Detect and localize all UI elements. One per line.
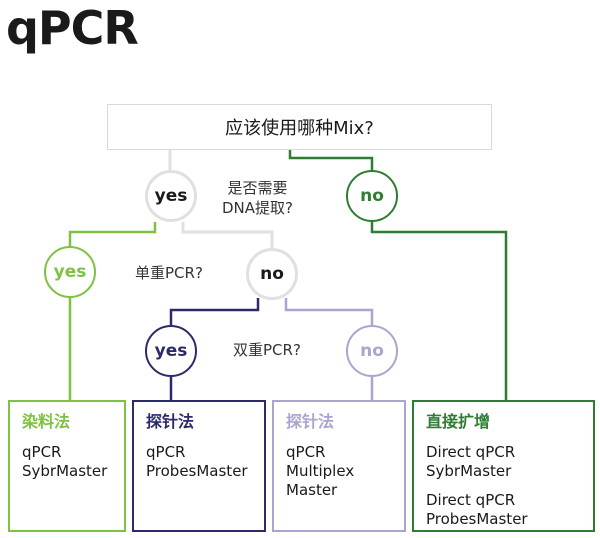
result-box-direct-line: SybrMaster — [426, 462, 512, 480]
result-box-probe-multiplex-line: Multiplex — [286, 462, 355, 480]
note-dna-extraction-line-2: DNA提取? — [222, 199, 293, 217]
connector-duplex-no — [284, 298, 374, 325]
result-box-probe-multiplex-title: 探针法 — [286, 412, 335, 431]
node-yes-duplex: yes — [145, 325, 197, 377]
question-box: 应该使用哪种Mix? — [107, 104, 492, 150]
connector-yes-single-yes — [68, 222, 157, 246]
note-duplex-pcr: 双重PCR? — [233, 341, 301, 359]
result-box-direct-line: Direct qPCR — [426, 491, 516, 509]
node-no-single: no — [246, 248, 298, 300]
node-yes-extract: yes — [145, 170, 197, 222]
note-dna-extraction-line-1: 是否需要 — [227, 179, 288, 197]
result-box-probe-multiplex: 探针法 qPCR Multiplex Master — [272, 400, 406, 532]
result-box-probe-title: 探针法 — [146, 412, 195, 431]
connector-yes-single-no — [181, 222, 274, 248]
result-box-dye-line: qPCR — [22, 443, 62, 461]
result-box-probe-line: ProbesMaster — [146, 462, 248, 480]
result-box-probe: 探针法 qPCR ProbesMaster — [132, 400, 266, 532]
note-single-pcr: 单重PCR? — [135, 264, 203, 282]
node-yes-single: yes — [44, 246, 96, 298]
result-box-probe-multiplex-line: qPCR — [286, 443, 326, 461]
note-dna-extraction: 是否需要 DNA提取? — [222, 178, 293, 218]
result-box-probe-multiplex-line: Master — [286, 481, 338, 499]
page-title: qPCR — [6, 1, 139, 55]
connector-question-no — [288, 150, 374, 170]
node-no-duplex: no — [346, 325, 398, 377]
connector-direct-box — [370, 222, 508, 400]
result-box-direct-line: ProbesMaster — [426, 510, 528, 528]
result-box-dye: 染料法 qPCR SybrMaster — [8, 400, 126, 532]
result-box-direct-title: 直接扩增 — [426, 412, 491, 431]
result-box-direct-line: Direct qPCR — [426, 443, 516, 461]
node-no-extract: no — [346, 170, 398, 222]
result-box-direct: 直接扩增 Direct qPCR SybrMaster Direct qPCR … — [412, 400, 595, 532]
result-box-probe-line: qPCR — [146, 443, 186, 461]
result-box-dye-title: 染料法 — [22, 412, 71, 431]
connector-duplex-yes — [169, 298, 260, 325]
result-box-dye-line: SybrMaster — [22, 462, 108, 480]
